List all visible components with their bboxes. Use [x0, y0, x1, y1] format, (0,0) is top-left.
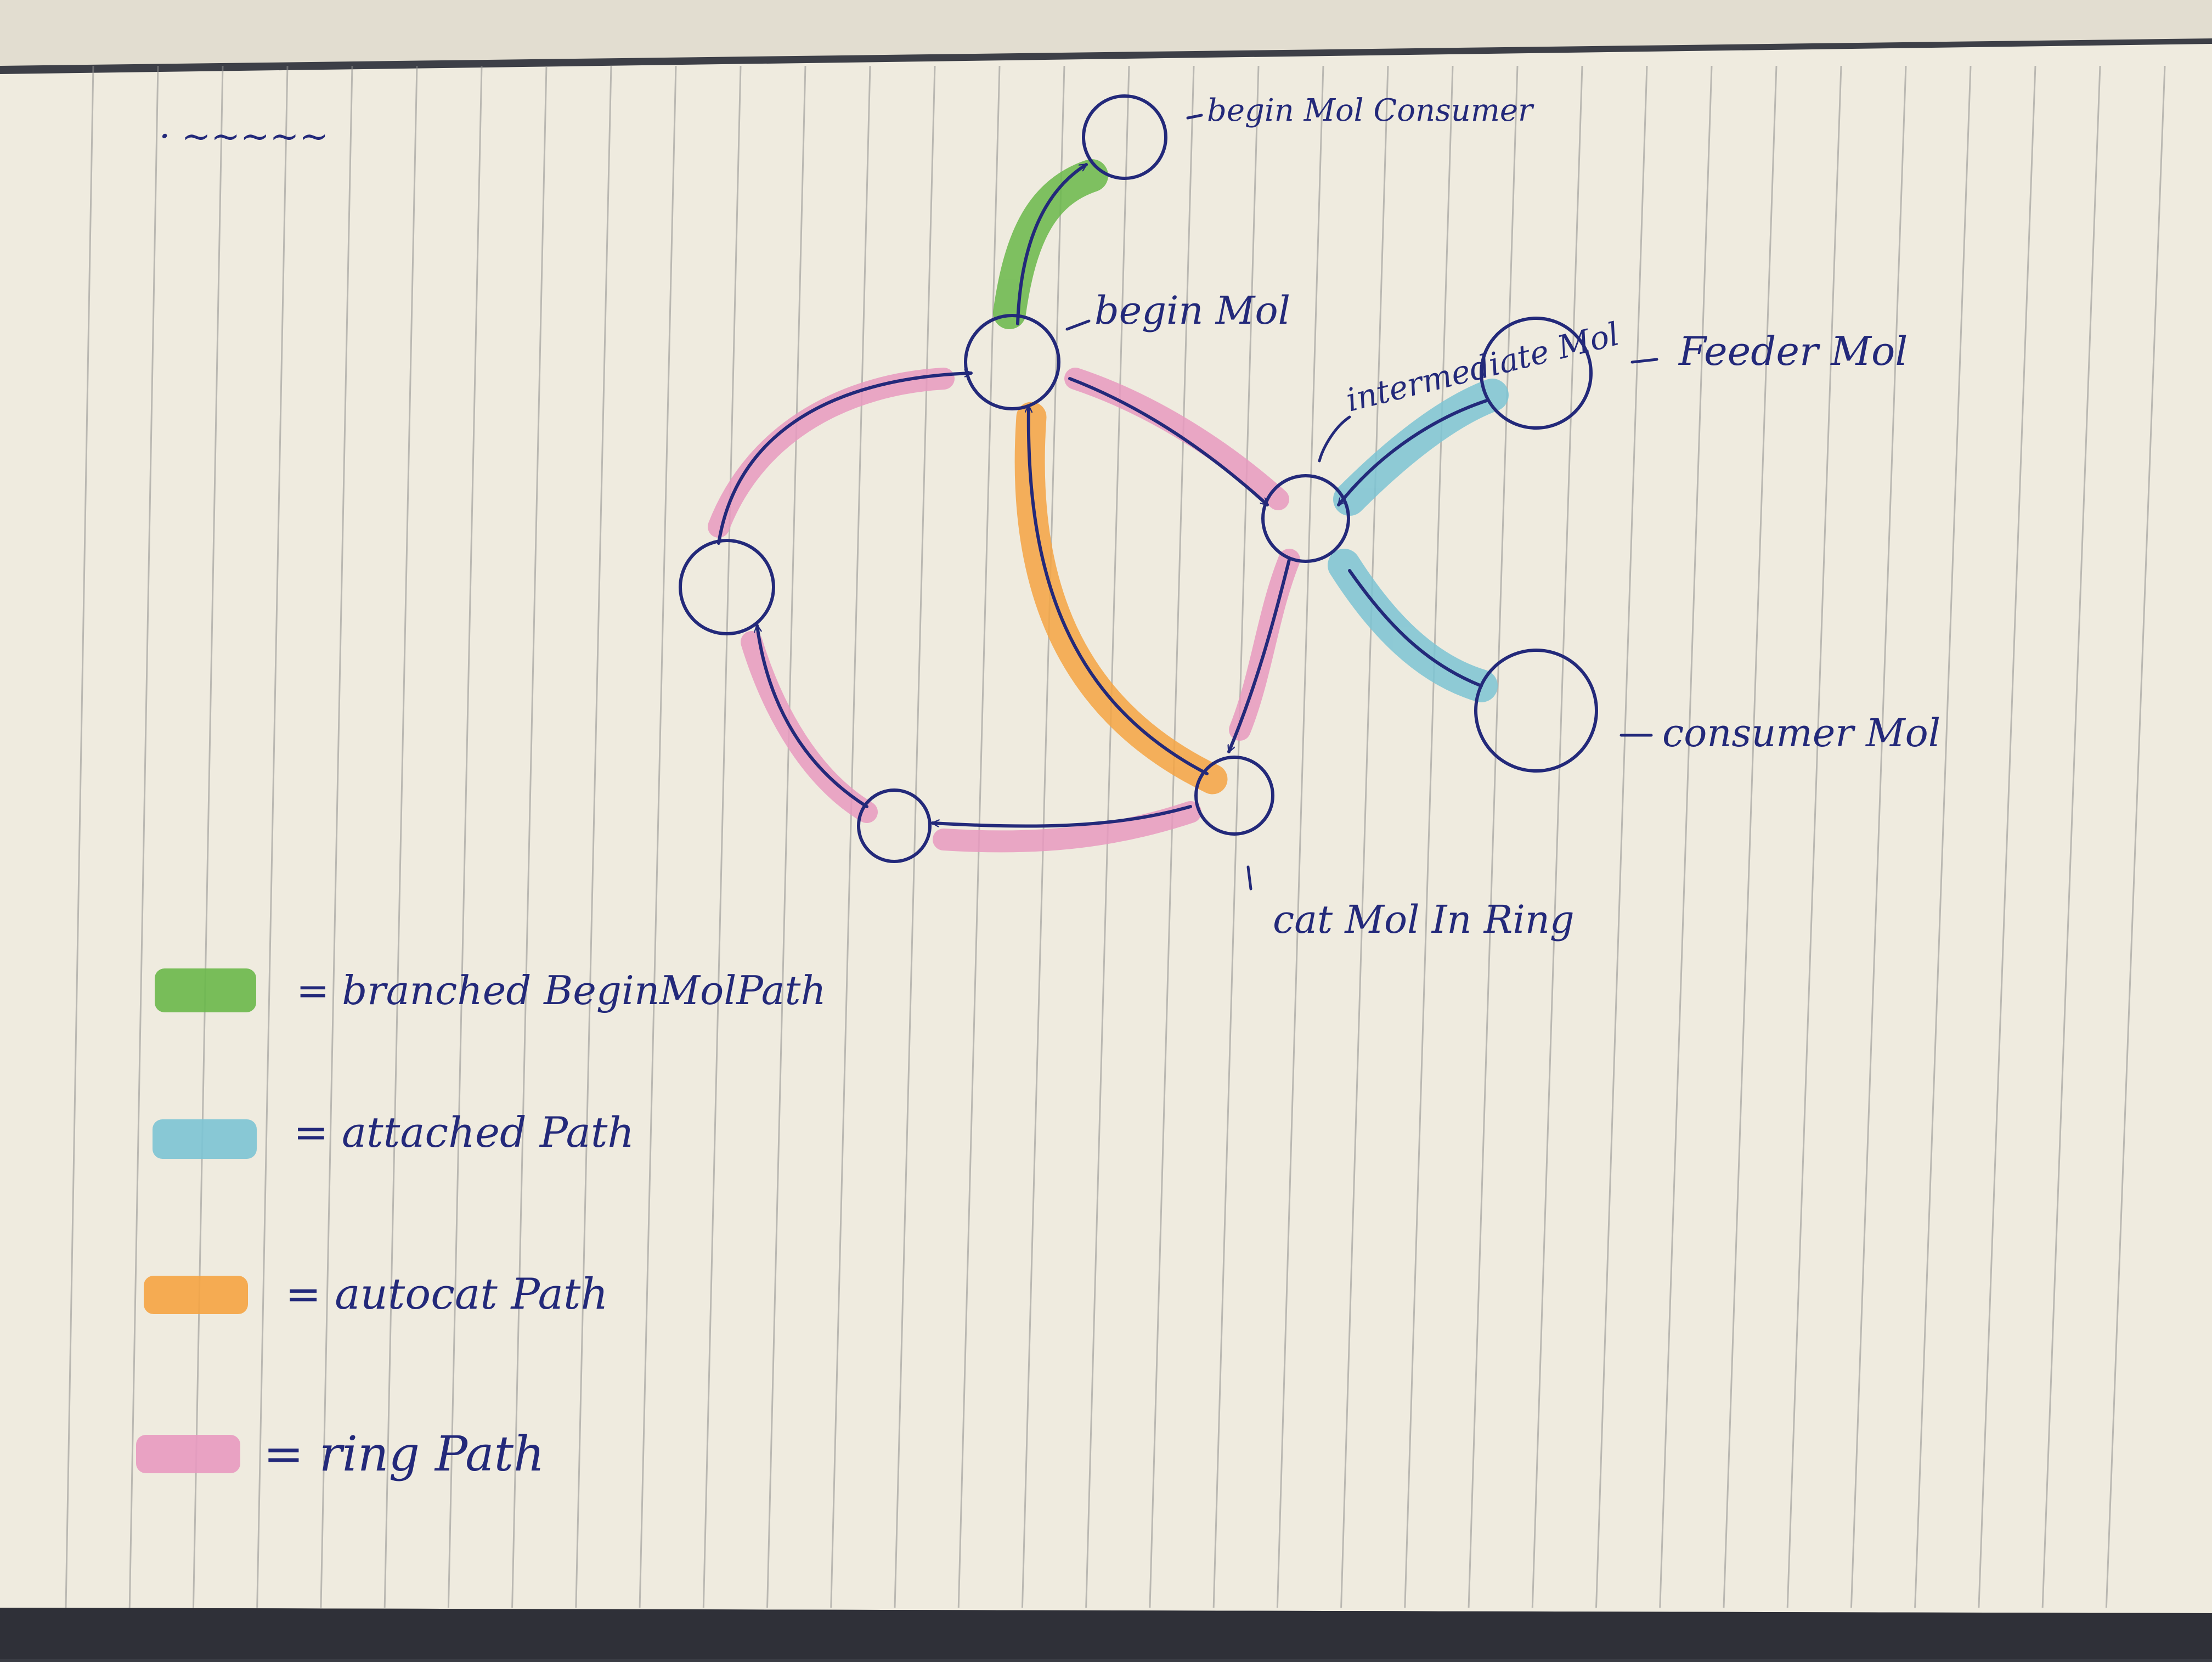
arrow-beginmol-to-intermediate [1068, 377, 1269, 506]
ruled-line [1978, 65, 2036, 1608]
green-highlight-branched [993, 159, 1108, 329]
legend-label-branched: = branched BeginMolPath [296, 967, 826, 1013]
ruled-line [575, 65, 612, 1608]
ruled-line [1595, 65, 1648, 1608]
legend-swatch-orange [144, 1276, 248, 1314]
node-begin-mol [964, 314, 1060, 410]
pink-highlight-ring-1 [708, 368, 955, 538]
ruled-line [256, 65, 289, 1608]
ruled-line [65, 65, 94, 1608]
ruled-line [320, 65, 353, 1608]
node-ring-bottom [857, 788, 932, 863]
pink-highlight-ring-2 [1064, 368, 1289, 510]
ruled-line [1531, 65, 1583, 1608]
node-ring-left [679, 539, 775, 635]
arrow-feeder-to-intermediate [1337, 399, 1488, 505]
legend: = branched BeginMolPath = attached Path … [136, 967, 826, 1482]
ruled-line [1149, 65, 1195, 1608]
arrow-beginmol-to-consumer [1016, 163, 1086, 325]
blue-highlight-feeder [1333, 379, 1509, 516]
legend-label-autocat: = autocat Path [285, 1270, 608, 1319]
pink-highlight-ring-5 [741, 631, 878, 823]
ruled-line [192, 65, 224, 1608]
ruled-line [639, 65, 677, 1608]
legend-swatch-pink [136, 1435, 240, 1473]
ink-arrows [717, 163, 1488, 828]
ruled-line [830, 65, 871, 1608]
label-cat-mol-in-ring: cat Mol In Ring [1273, 897, 1575, 942]
pink-highlight-ring-3 [1229, 549, 1300, 741]
node-begin-mol-consumer [1082, 94, 1167, 180]
arrow-intermediate-to-cat [1227, 558, 1291, 752]
legend-item-branched: = branched BeginMolPath [155, 967, 826, 1013]
legend-label-attached: = attached Path [294, 1108, 634, 1157]
legend-item-attached: = attached Path [153, 1108, 634, 1159]
ruled-line [894, 65, 936, 1608]
arrow-ringbottom-to-ringleft [757, 624, 868, 808]
scribble-note: · ~~~~~ [159, 116, 329, 157]
ruled-line [2105, 65, 2166, 1608]
ruled-line [1850, 65, 1907, 1608]
ruled-line [1340, 65, 1389, 1608]
arrow-ring-to-beginmol [717, 373, 973, 545]
bottom-fabric [0, 1608, 2212, 1659]
node-feeder-mol [1480, 317, 1593, 430]
ruled-line [1468, 65, 1519, 1608]
ruled-line [383, 65, 418, 1608]
ruled-line [1659, 65, 1713, 1608]
pink-highlight-ring-4 [933, 801, 1201, 853]
ruled-line [1786, 65, 1842, 1608]
arrow-cat-to-beginmol-autocat [1029, 404, 1209, 775]
label-begin-mol-consumer: begin Mol Consumer [1207, 93, 1534, 128]
legend-swatch-blue [153, 1119, 257, 1159]
ruled-line [128, 65, 159, 1608]
label-feeder-mol: Feeder Mol [1678, 328, 1908, 374]
node-layer [679, 94, 1598, 863]
ruled-line [1212, 65, 1260, 1608]
ruled-line [1404, 65, 1454, 1608]
arrow-intermediate-to-consumer [1348, 569, 1483, 688]
ruled-line [1276, 65, 1324, 1608]
legend-label-ring: = ring Path [263, 1426, 545, 1482]
ruled-line [1914, 65, 1972, 1608]
node-consumer-mol [1474, 649, 1598, 773]
legend-swatch-green [155, 968, 256, 1012]
ruled-lines [65, 65, 2166, 1608]
label-consumer-mol: consumer Mol [1662, 711, 1940, 756]
ruled-line [702, 65, 742, 1608]
legend-item-ring: = ring Path [136, 1426, 545, 1482]
ruled-line [1723, 65, 1778, 1608]
node-intermediate-mol [1261, 474, 1350, 563]
node-cat-mol-in-ring [1194, 756, 1274, 836]
label-begin-mol: begin Mol [1094, 288, 1290, 333]
ruled-line [2041, 65, 2101, 1608]
arrow-cat-to-ringbottom [931, 805, 1192, 828]
ruled-line [447, 65, 483, 1608]
ruled-line [766, 65, 806, 1608]
legend-item-autocat: = autocat Path [144, 1270, 608, 1319]
top-page [0, 0, 2212, 66]
label-ticks [1065, 114, 1658, 891]
ruled-line [511, 65, 548, 1608]
